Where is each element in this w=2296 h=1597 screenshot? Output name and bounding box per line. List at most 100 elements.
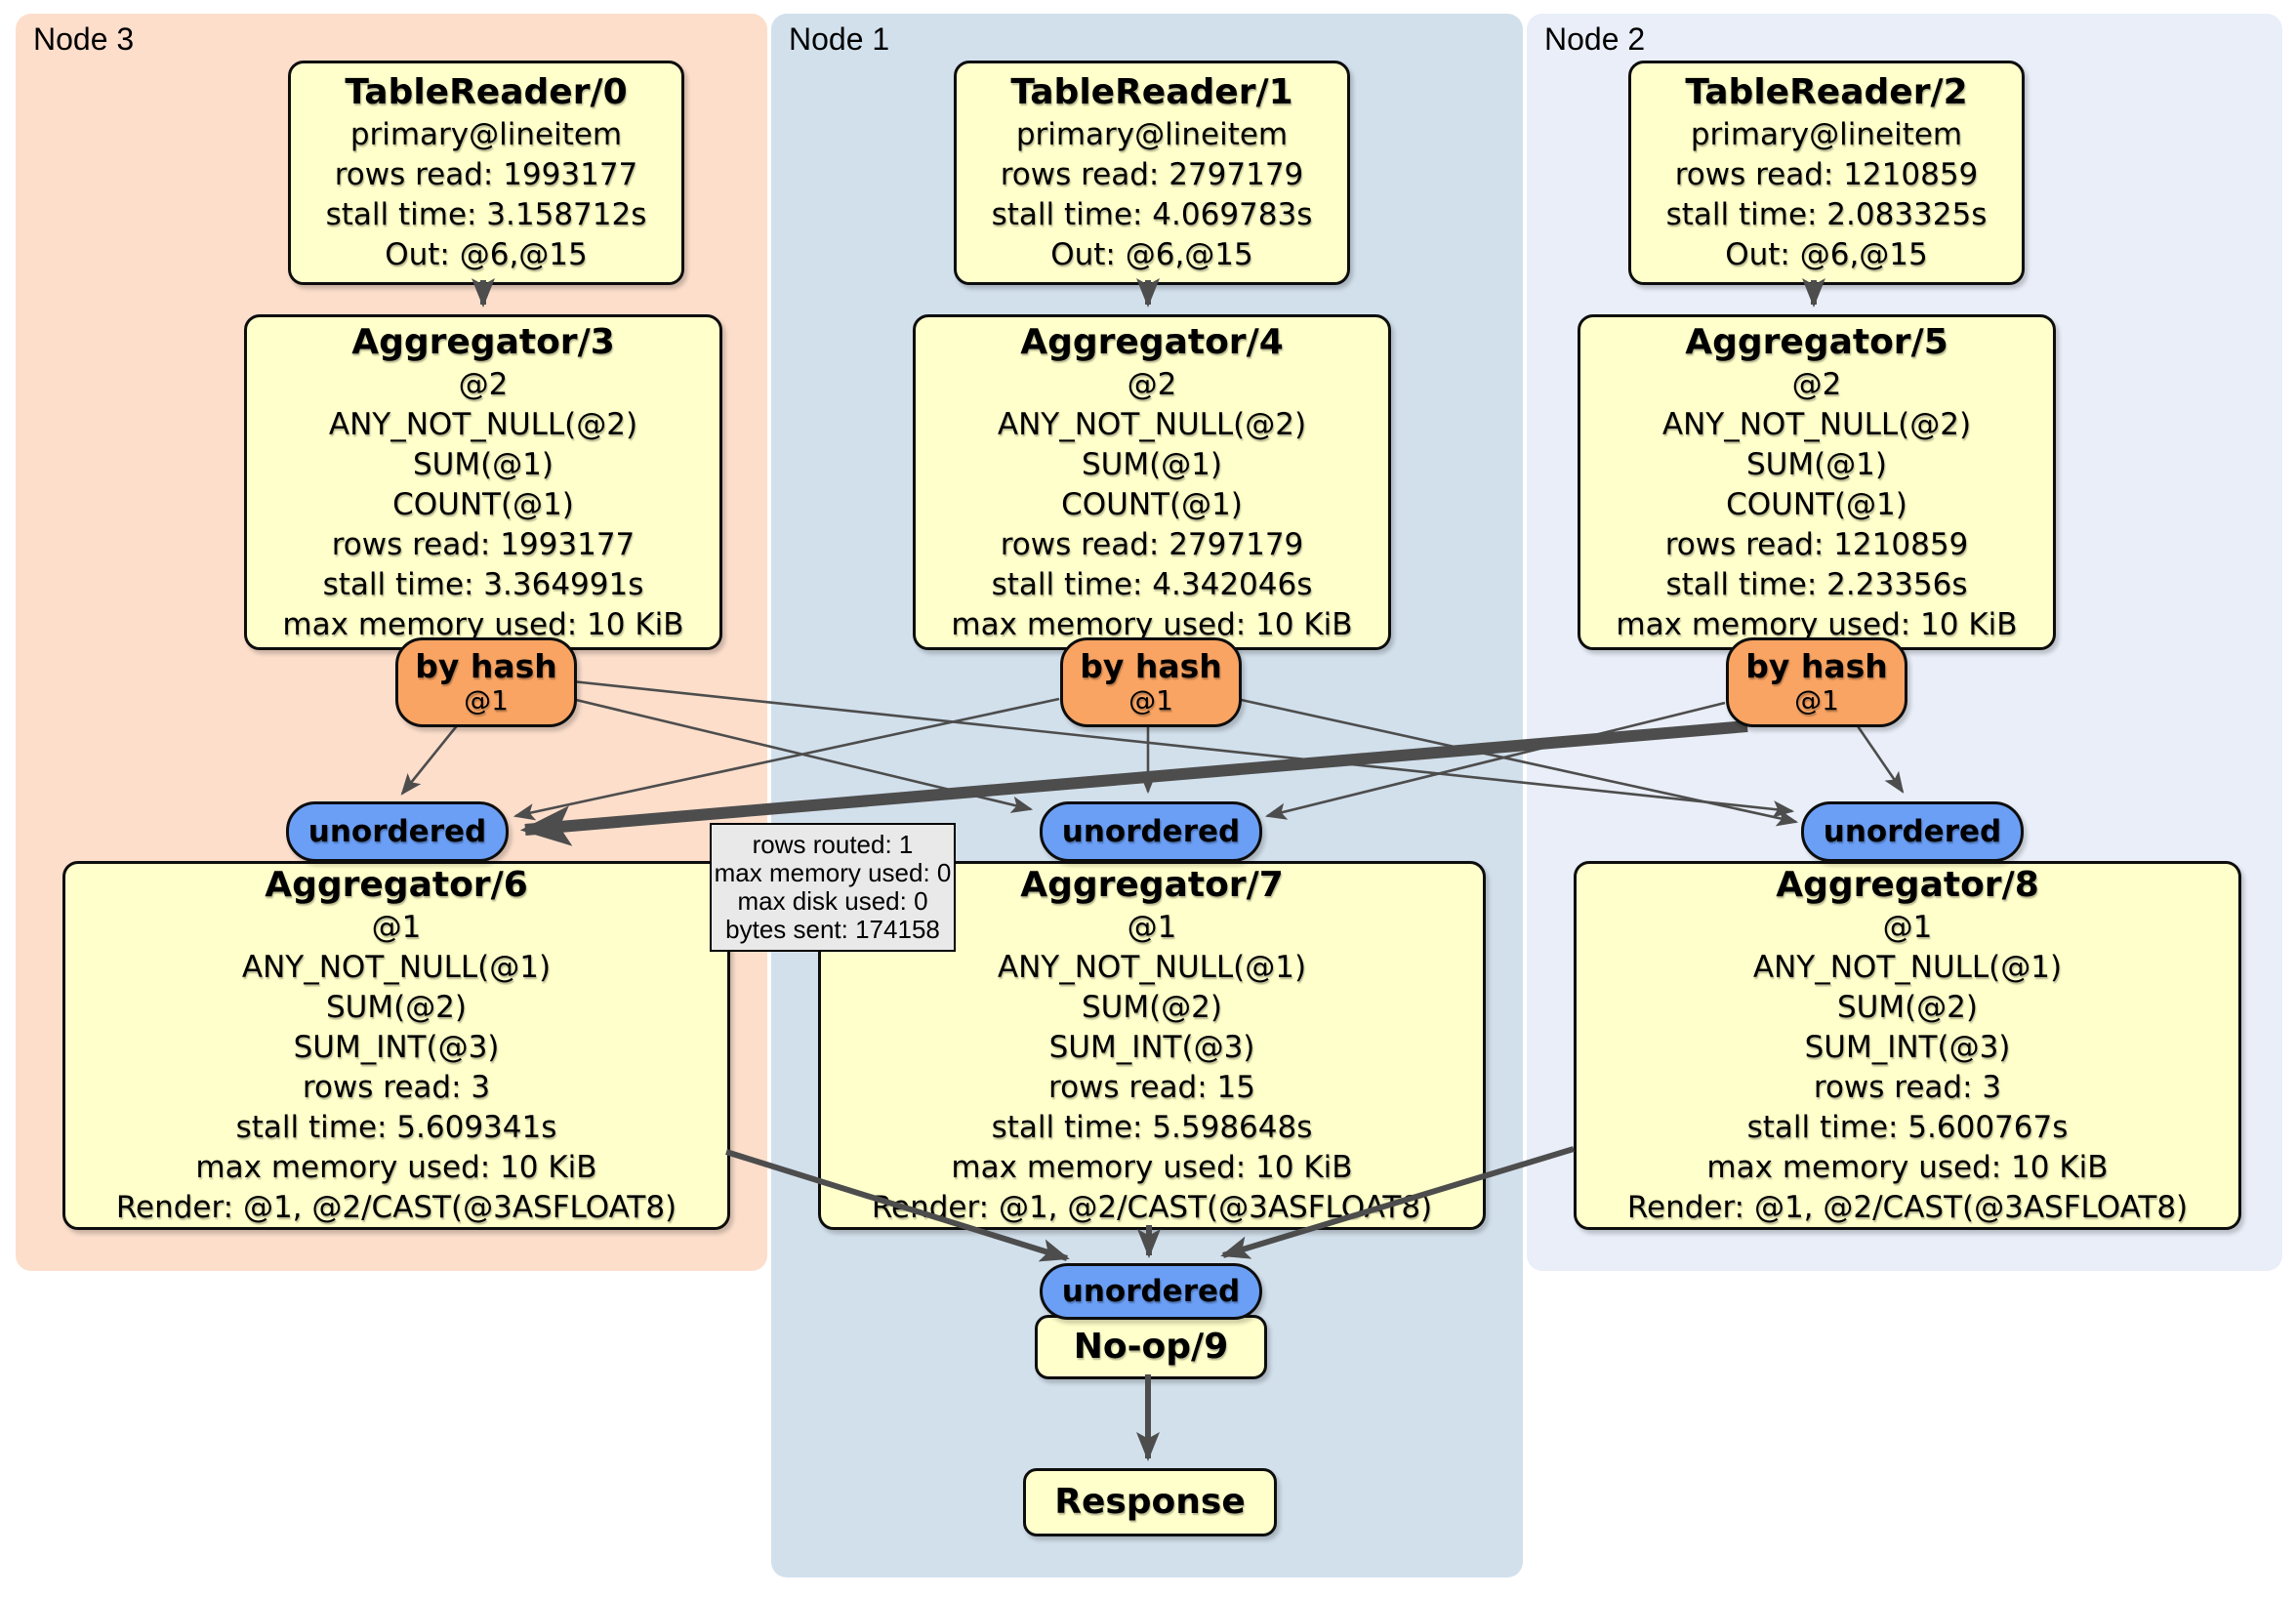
box-line: rows read: 1993177	[331, 526, 636, 562]
box-line: COUNT(@1)	[1061, 486, 1243, 522]
box-line: max memory used: 10 KiB	[282, 606, 684, 642]
box-line: rows read: 1210859	[1664, 526, 1969, 562]
box-line: Render: @1, @2/CAST(@3ASFLOAT8)	[1626, 1190, 2189, 1225]
box-line: SUM_INT(@3)	[1048, 1030, 1255, 1065]
node-details: primary@lineitem rows read: 1210859 stall …	[1666, 115, 1988, 275]
box-line: stall time: 3.364991s	[322, 566, 644, 602]
router-by-hash-3[interactable]: by hash @1	[395, 637, 577, 727]
box-line: max memory used: 10 KiB	[195, 1150, 597, 1185]
sync-label: unordered	[1823, 814, 2002, 849]
box-line: max memory used: 10 KiB	[1616, 606, 2018, 642]
tooltip-line: max disk used: 0	[737, 886, 928, 916]
box-line: ANY_NOT_NULL(@2)	[1661, 406, 1972, 442]
node-title: Aggregator/4	[1020, 321, 1284, 362]
node-title: TableReader/0	[345, 72, 628, 112]
box-line: primary@lineitem	[1690, 117, 1963, 152]
box-line: Out: @6,@15	[1050, 237, 1253, 272]
router-label: by hash	[415, 647, 557, 685]
node-title: Aggregator/5	[1685, 321, 1948, 362]
box-line: @1	[1882, 910, 1933, 945]
box-line: rows read: 2797179	[1000, 157, 1304, 192]
box-line: stall time: 5.598648s	[991, 1110, 1313, 1145]
box-line: ANY_NOT_NULL(@2)	[997, 406, 1307, 442]
box-line: stall time: 4.069783s	[991, 197, 1313, 232]
router-column: @1	[1794, 684, 1839, 717]
sync-label: unordered	[308, 814, 487, 849]
box-line: @2	[458, 366, 509, 402]
box-line: COUNT(@1)	[1726, 486, 1907, 522]
box-line: Render: @1, @2/CAST(@3ASFLOAT8)	[115, 1190, 677, 1225]
router-label: by hash	[1080, 647, 1222, 685]
region-node-3-label: Node 3	[33, 21, 135, 57]
node-title: Response	[1054, 1482, 1246, 1522]
node-title: Aggregator/3	[351, 321, 615, 362]
node-tablereader-1[interactable]: TableReader/1 primary@lineitem rows read:…	[954, 61, 1350, 285]
node-noop-9[interactable]: No-op/9	[1035, 1315, 1267, 1379]
sync-label: unordered	[1061, 814, 1241, 849]
router-column: @1	[1128, 684, 1173, 717]
box-line: SUM(@1)	[1745, 446, 1887, 482]
box-line: rows read: 1210859	[1674, 157, 1979, 192]
edge-stats-tooltip: rows routed: 1 max memory used: 0 max di…	[710, 823, 956, 952]
box-line: primary@lineitem	[1015, 117, 1289, 152]
sync-unordered-node1[interactable]: unordered	[1040, 801, 1262, 862]
node-title: TableReader/2	[1685, 72, 1968, 112]
node-title: Aggregator/6	[265, 865, 528, 905]
router-column: @1	[464, 684, 509, 717]
node-tablereader-2[interactable]: TableReader/2 primary@lineitem rows read:…	[1628, 61, 2025, 285]
tooltip-line: rows routed: 1	[752, 830, 914, 859]
box-line: stall time: 3.158712s	[325, 197, 647, 232]
box-line: ANY_NOT_NULL(@1)	[1752, 950, 2063, 985]
sync-unordered-node3[interactable]: unordered	[286, 801, 509, 862]
node-title: No-op/9	[1073, 1327, 1229, 1367]
node-details: primary@lineitem rows read: 2797179 stall …	[992, 115, 1313, 275]
node-title: Aggregator/8	[1776, 865, 2039, 905]
box-line: ANY_NOT_NULL(@1)	[241, 950, 552, 985]
box-line: primary@lineitem	[349, 117, 623, 152]
node-details: primary@lineitem rows read: 1993177 stall …	[326, 115, 647, 275]
box-line: stall time: 5.609341s	[235, 1110, 557, 1145]
node-response[interactable]: Response	[1023, 1468, 1277, 1536]
region-node-1-label: Node 1	[789, 21, 890, 57]
box-line: stall time: 5.600767s	[1746, 1110, 2069, 1145]
node-title: TableReader/1	[1010, 72, 1293, 112]
box-line: SUM(@2)	[1836, 990, 1978, 1025]
box-line: stall time: 2.083325s	[1665, 197, 1988, 232]
box-line: @2	[1127, 366, 1177, 402]
box-line: rows read: 3	[1813, 1070, 2002, 1105]
router-by-hash-4[interactable]: by hash @1	[1060, 637, 1242, 727]
box-line: SUM_INT(@3)	[293, 1030, 500, 1065]
box-line: ANY_NOT_NULL(@2)	[328, 406, 638, 442]
box-line: stall time: 2.23356s	[1665, 566, 1968, 602]
tooltip-line: max memory used: 0	[714, 858, 952, 887]
box-line: rows read: 3	[302, 1070, 491, 1105]
box-line: SUM(@1)	[412, 446, 554, 482]
box-line: max memory used: 10 KiB	[1706, 1150, 2109, 1185]
sync-unordered-final[interactable]: unordered	[1040, 1263, 1262, 1320]
sync-label: unordered	[1061, 1274, 1241, 1309]
box-line: COUNT(@1)	[392, 486, 574, 522]
box-line: Out: @6,@15	[1725, 237, 1928, 272]
box-line: ANY_NOT_NULL(@1)	[997, 950, 1307, 985]
box-line: SUM(@2)	[325, 990, 467, 1025]
router-by-hash-5[interactable]: by hash @1	[1726, 637, 1907, 727]
router-label: by hash	[1745, 647, 1888, 685]
box-line: stall time: 4.342046s	[991, 566, 1313, 602]
node-tablereader-0[interactable]: TableReader/0 primary@lineitem rows read:…	[288, 61, 684, 285]
box-line: rows read: 2797179	[1000, 526, 1304, 562]
box-line: @1	[1127, 910, 1177, 945]
box-line: rows read: 1993177	[334, 157, 638, 192]
box-line: SUM(@2)	[1081, 990, 1222, 1025]
box-line: SUM(@1)	[1081, 446, 1222, 482]
sync-unordered-node2[interactable]: unordered	[1801, 801, 2024, 862]
box-line: Out: @6,@15	[385, 237, 588, 272]
